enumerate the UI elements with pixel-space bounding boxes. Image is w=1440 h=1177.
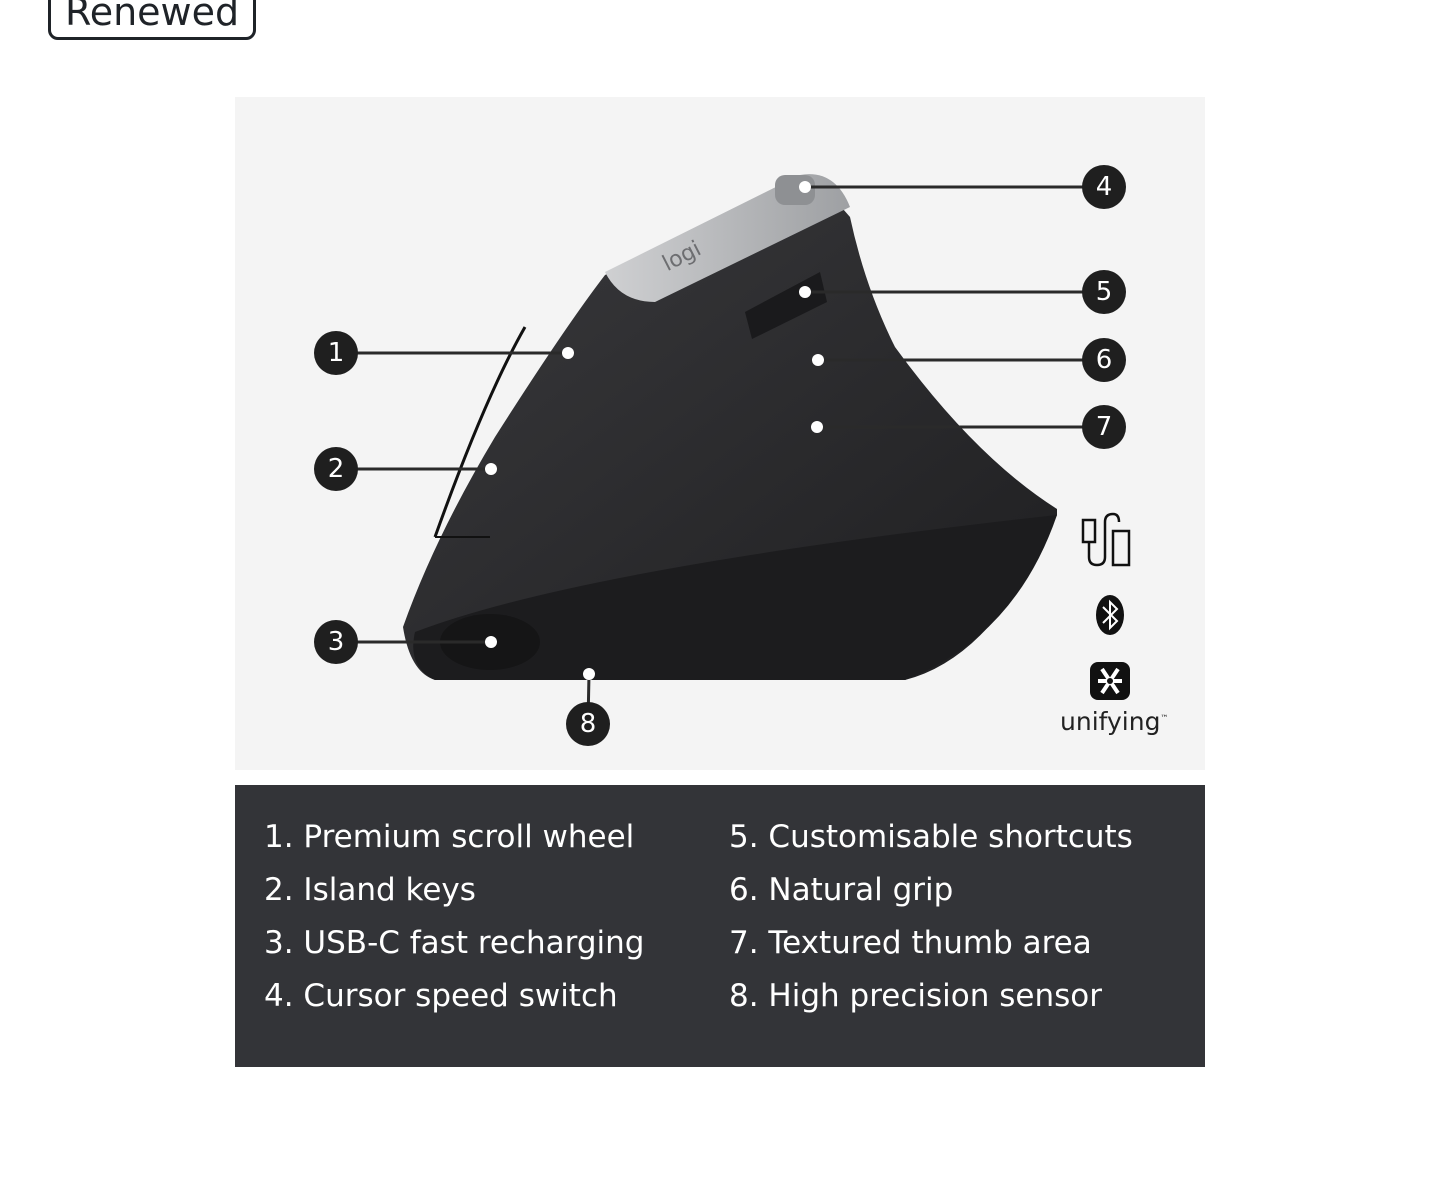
svg-text:3: 3 [328,627,345,657]
svg-text:4: 4 [1096,172,1113,202]
mouse-body: logi [403,174,1057,680]
renewed-badge: Renewed [48,0,257,40]
svg-text:8: 8 [580,709,597,739]
svg-text:5: 5 [1096,277,1113,307]
callout-6: 6 [1082,338,1126,382]
callout-8: 8 [566,702,610,746]
usb-cable-icon [1081,512,1131,567]
svg-text:2: 2 [328,454,345,484]
callout-3: 3 [314,620,358,664]
feature-item: 3. USB-C fast recharging [264,925,645,961]
product-image[interactable]: logi 1 2 3 4 5 6 7 8 [235,97,1205,770]
feature-column-left: 1. Premium scroll wheel 2. Island keys 3… [264,811,644,1023]
unifying-icon [1090,662,1130,700]
callout-dots [485,181,824,680]
feature-item: 1. Premium scroll wheel [264,819,635,855]
feature-list: 1. Premium scroll wheel 2. Island keys 3… [235,785,1205,1067]
bluetooth-icon [1096,595,1124,635]
callout-4: 4 [1082,165,1126,209]
feature-item: 5. Customisable shortcuts [729,819,1133,855]
feature-item: 4. Cursor speed switch [264,978,618,1014]
feature-item: 6. Natural grip [729,872,954,908]
mouse-illustration: logi 1 2 3 4 5 6 7 8 [314,165,1131,746]
feature-column-right: 5. Customisable shortcuts 6. Natural gri… [729,811,1133,1023]
callout-markers: 1 2 3 4 5 6 7 8 [314,165,1126,746]
callout-5: 5 [1082,270,1126,314]
feature-item: 7. Textured thumb area [729,925,1092,961]
callout-2: 2 [314,447,358,491]
feature-item: 2. Island keys [264,872,476,908]
svg-text:1: 1 [328,338,345,368]
callout-7: 7 [1082,405,1126,449]
callouts [336,185,1104,725]
callout-1: 1 [314,331,358,375]
svg-text:7: 7 [1096,412,1113,442]
svg-text:6: 6 [1096,345,1113,375]
unifying-label: unifying™ [1060,707,1169,736]
feature-item: 8. High precision sensor [729,978,1102,1014]
